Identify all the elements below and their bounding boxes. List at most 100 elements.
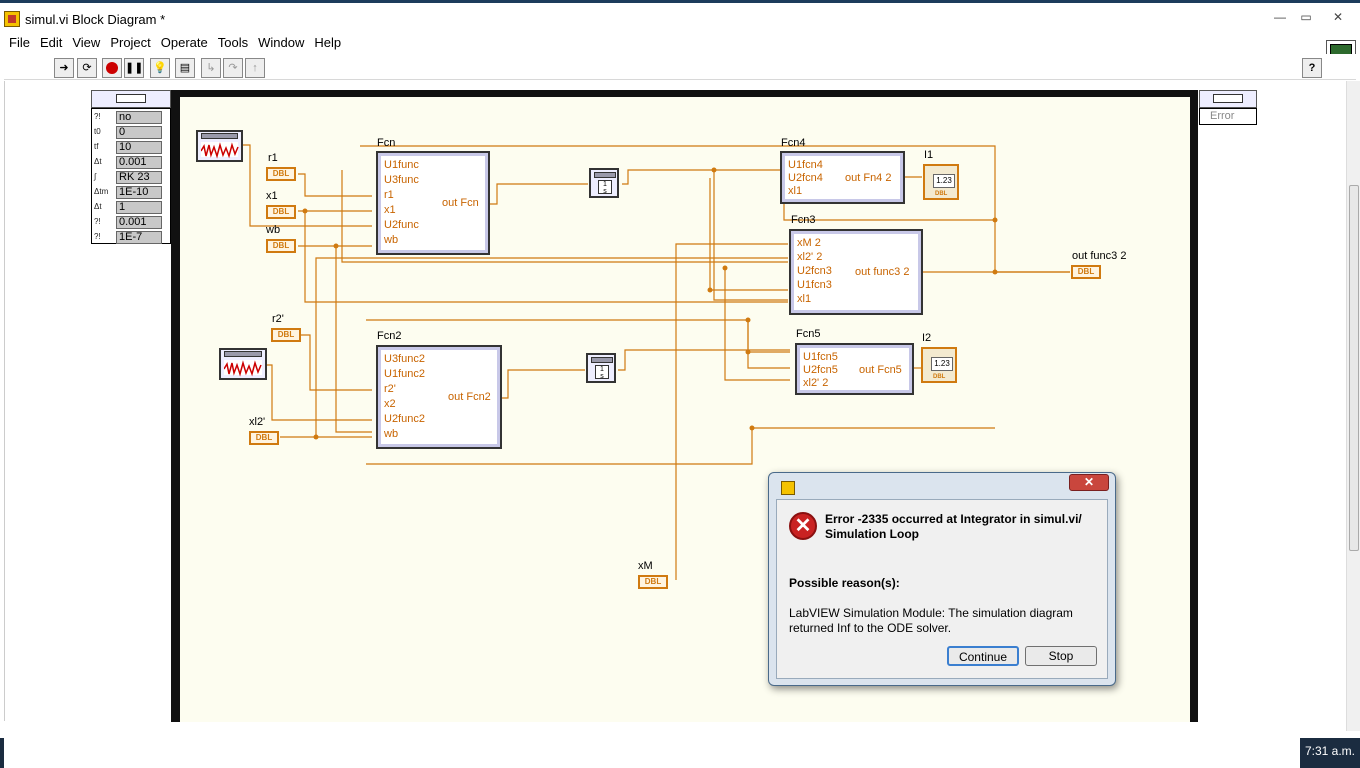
fcn3-input: xl2' 2 (797, 251, 823, 263)
error-icon: ✕ (789, 512, 817, 540)
menu-project[interactable]: Project (110, 35, 151, 50)
fcn3-block[interactable]: xM 2 xl2' 2 U2fcn3 U1fcn3 xl1 out func3 … (789, 229, 923, 315)
fcn-output: out Fcn (442, 197, 479, 209)
signal-generator-2[interactable] (219, 348, 267, 380)
retain-wire-values-icon[interactable]: ▤ (175, 58, 195, 78)
pause-icon[interactable]: ❚❚ (124, 58, 144, 78)
run-arrow-icon[interactable]: ➜ (54, 58, 74, 78)
wb-control[interactable]: DBL (266, 239, 296, 253)
xm-control[interactable]: DBL (638, 575, 668, 589)
fcn3-input: U2fcn3 (797, 265, 832, 277)
fcn-block[interactable]: U1func U3func r1 x1 U2func wb out Fcn (376, 151, 490, 255)
fcn5-input: U2fcn5 (803, 364, 838, 376)
menu-window[interactable]: Window (258, 35, 305, 50)
fcn2-output: out Fcn2 (448, 391, 491, 403)
signal-generator-1[interactable] (196, 130, 243, 162)
fcn3-input: xl1 (797, 293, 812, 305)
fcn4-output: out Fn4 2 (845, 172, 892, 184)
fcn5-block[interactable]: U1fcn5 U2fcn5 xl2' 2 out Fcn5 (795, 343, 914, 395)
wb-label: wb (266, 224, 281, 236)
title-bar: simul.vi Block Diagram * — ▭ ✕ (0, 0, 1360, 32)
dialog-body: ✕ Error -2335 occurred at Integrator in … (776, 499, 1108, 679)
labview-app-icon (4, 11, 20, 27)
menu-bar: File Edit View Project Operate Tools Window Hel… (4, 32, 1356, 54)
fcn5-title: Fcn5 (796, 328, 821, 340)
error-cluster[interactable]: Error (1199, 108, 1257, 125)
fcn4-block[interactable]: U1fcn4 U2fcn4 xl1 out Fn4 2 (780, 151, 905, 204)
x1-control[interactable]: DBL (266, 205, 296, 219)
vertical-scrollbar[interactable] (1346, 81, 1360, 731)
fcn-input: r1 (384, 189, 394, 201)
fcn-title: Fcn (377, 137, 396, 149)
r1-control[interactable]: DBL (266, 167, 296, 181)
fcn-input: U3func (384, 174, 419, 186)
out-func3-indicator[interactable]: DBL (1071, 265, 1101, 279)
taskbar-clock[interactable]: 7:31 a.m. (1300, 738, 1360, 768)
waveform-icon (223, 360, 262, 377)
error-cluster-header[interactable] (1199, 90, 1257, 108)
fcn-input: U2func (384, 219, 419, 231)
fcn-input: x1 (384, 204, 396, 216)
fcn2-input: U2func2 (384, 413, 425, 425)
i1-label: I1 (924, 149, 934, 161)
fcn-input: U1func (384, 159, 419, 171)
menu-operate[interactable]: Operate (160, 35, 208, 50)
menu-file[interactable]: File (9, 35, 30, 50)
maximize-button[interactable]: ▭ (1300, 10, 1312, 24)
reason-title: Possible reason(s): (789, 576, 900, 590)
fcn2-input: r2' (384, 383, 396, 395)
fcn3-title: Fcn3 (791, 214, 816, 226)
highlight-execution-icon[interactable]: 💡 (150, 58, 170, 78)
fcn2-block[interactable]: U3func2 U1func2 r2' x2 U2func2 wb out Fc… (376, 345, 502, 449)
fcn2-input: U3func2 (384, 353, 425, 365)
fcn3-input: U1fcn3 (797, 279, 832, 291)
error-message: Error -2335 occurred at Integrator in si… (825, 512, 1082, 541)
i2-label: I2 (922, 332, 932, 344)
labview-dialog-icon (781, 481, 795, 495)
fcn4-input: xl1 (788, 185, 803, 197)
out-func3-label: out func3 2 (1072, 250, 1127, 262)
step-out-icon[interactable]: ↑ (245, 58, 265, 78)
stop-button[interactable]: Stop (1025, 646, 1097, 666)
fcn2-input: x2 (384, 398, 396, 410)
dialog-close-button[interactable]: ✕ (1069, 474, 1109, 491)
x1-label: x1 (266, 190, 278, 202)
menu-view[interactable]: View (72, 35, 101, 50)
continue-button[interactable]: Continue (947, 646, 1019, 666)
close-window-button[interactable]: ✕ (1332, 10, 1344, 24)
minimize-button[interactable]: — (1274, 10, 1286, 24)
error-dialog: ✕ ✕ Error -2335 occurred at Integrator i… (768, 472, 1116, 686)
menu-edit[interactable]: Edit (39, 35, 63, 50)
fcn5-input: U1fcn5 (803, 351, 838, 363)
menu-tools[interactable]: Tools (217, 35, 249, 50)
abort-icon[interactable] (102, 58, 122, 78)
run-continuously-icon[interactable]: ⟳ (77, 58, 97, 78)
waveform-icon (200, 142, 239, 159)
xl2p-control[interactable]: DBL (249, 431, 279, 445)
fcn4-input: U1fcn4 (788, 159, 823, 171)
help-icon[interactable]: ? (1302, 58, 1322, 78)
params-cluster-header[interactable] (91, 90, 171, 108)
fcn-input: wb (384, 234, 399, 246)
window-title: simul.vi Block Diagram * (25, 12, 166, 27)
step-into-icon[interactable]: ↳ (201, 58, 221, 78)
fcn2-input: wb (384, 428, 399, 440)
menu-help[interactable]: Help (314, 35, 342, 50)
step-over-icon[interactable]: ↷ (223, 58, 243, 78)
fcn4-title: Fcn4 (781, 137, 806, 149)
toolbar: ➜ ⟳ ❚❚ 💡 ▤ ↳ ↷ ↑ ? (4, 54, 1356, 80)
fcn3-output: out func3 2 (855, 266, 910, 278)
r2p-control[interactable]: DBL (271, 328, 301, 342)
scrollbar-thumb[interactable] (1349, 185, 1359, 551)
reason-text: LabVIEW Simulation Module: The simulatio… (789, 606, 1073, 635)
fcn5-output: out Fcn5 (859, 364, 902, 376)
taskbar-edge (0, 738, 4, 768)
